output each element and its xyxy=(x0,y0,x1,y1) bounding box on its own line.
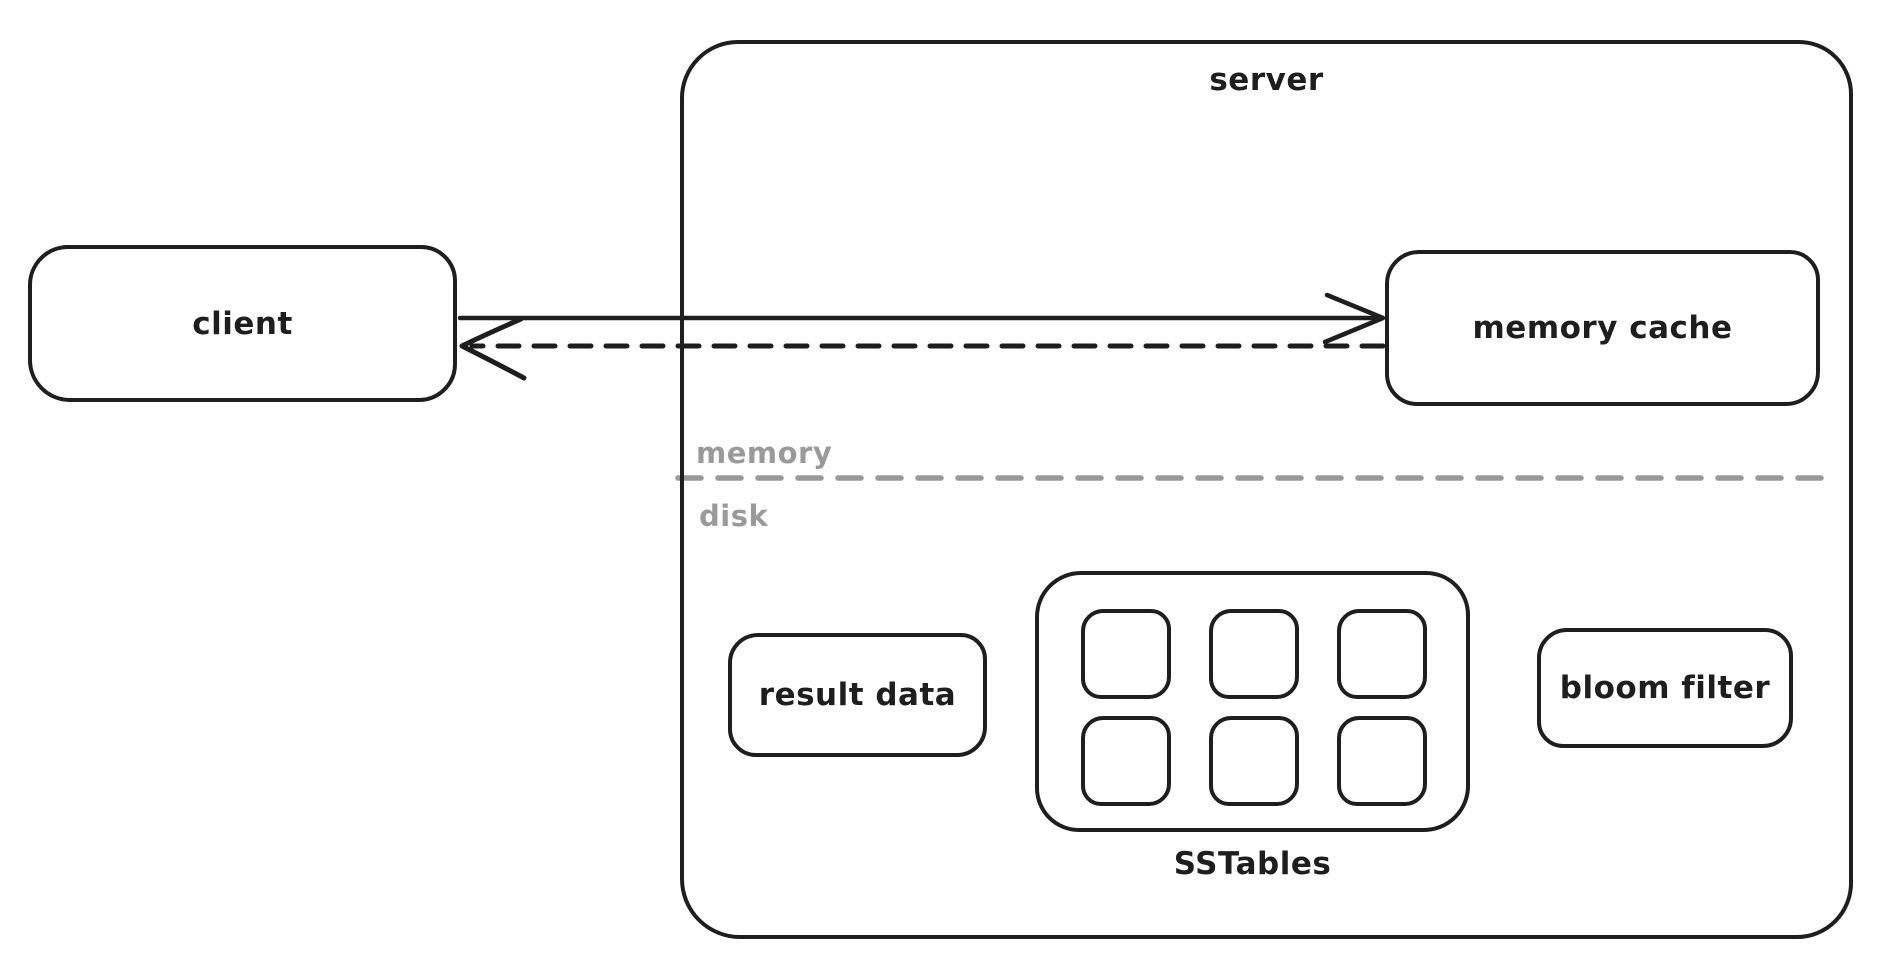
sstable-cell xyxy=(1081,716,1171,806)
server-node xyxy=(680,40,1853,939)
memory-zone-label: memory xyxy=(696,436,833,470)
sstable-cell xyxy=(1209,716,1299,806)
sstables-node xyxy=(1035,571,1470,832)
bloom-filter-node: bloom filter xyxy=(1537,628,1793,748)
disk-zone-label: disk xyxy=(699,499,769,533)
bloom-filter-label: bloom filter xyxy=(1559,670,1771,706)
result-data-label: result data xyxy=(758,677,957,713)
sstable-cell xyxy=(1209,609,1299,699)
server-label: server xyxy=(1209,62,1324,98)
memory-cache-node: memory cache xyxy=(1385,250,1820,406)
sstables-label: SSTables xyxy=(1173,846,1332,882)
client-label: client xyxy=(192,305,293,342)
result-data-node: result data xyxy=(728,633,987,757)
memory-cache-label: memory cache xyxy=(1472,310,1733,346)
sstables-grid xyxy=(1081,609,1466,806)
client-node: client xyxy=(28,245,457,402)
sstable-cell xyxy=(1337,609,1427,699)
sstable-cell xyxy=(1337,716,1427,806)
sstable-cell xyxy=(1081,609,1171,699)
